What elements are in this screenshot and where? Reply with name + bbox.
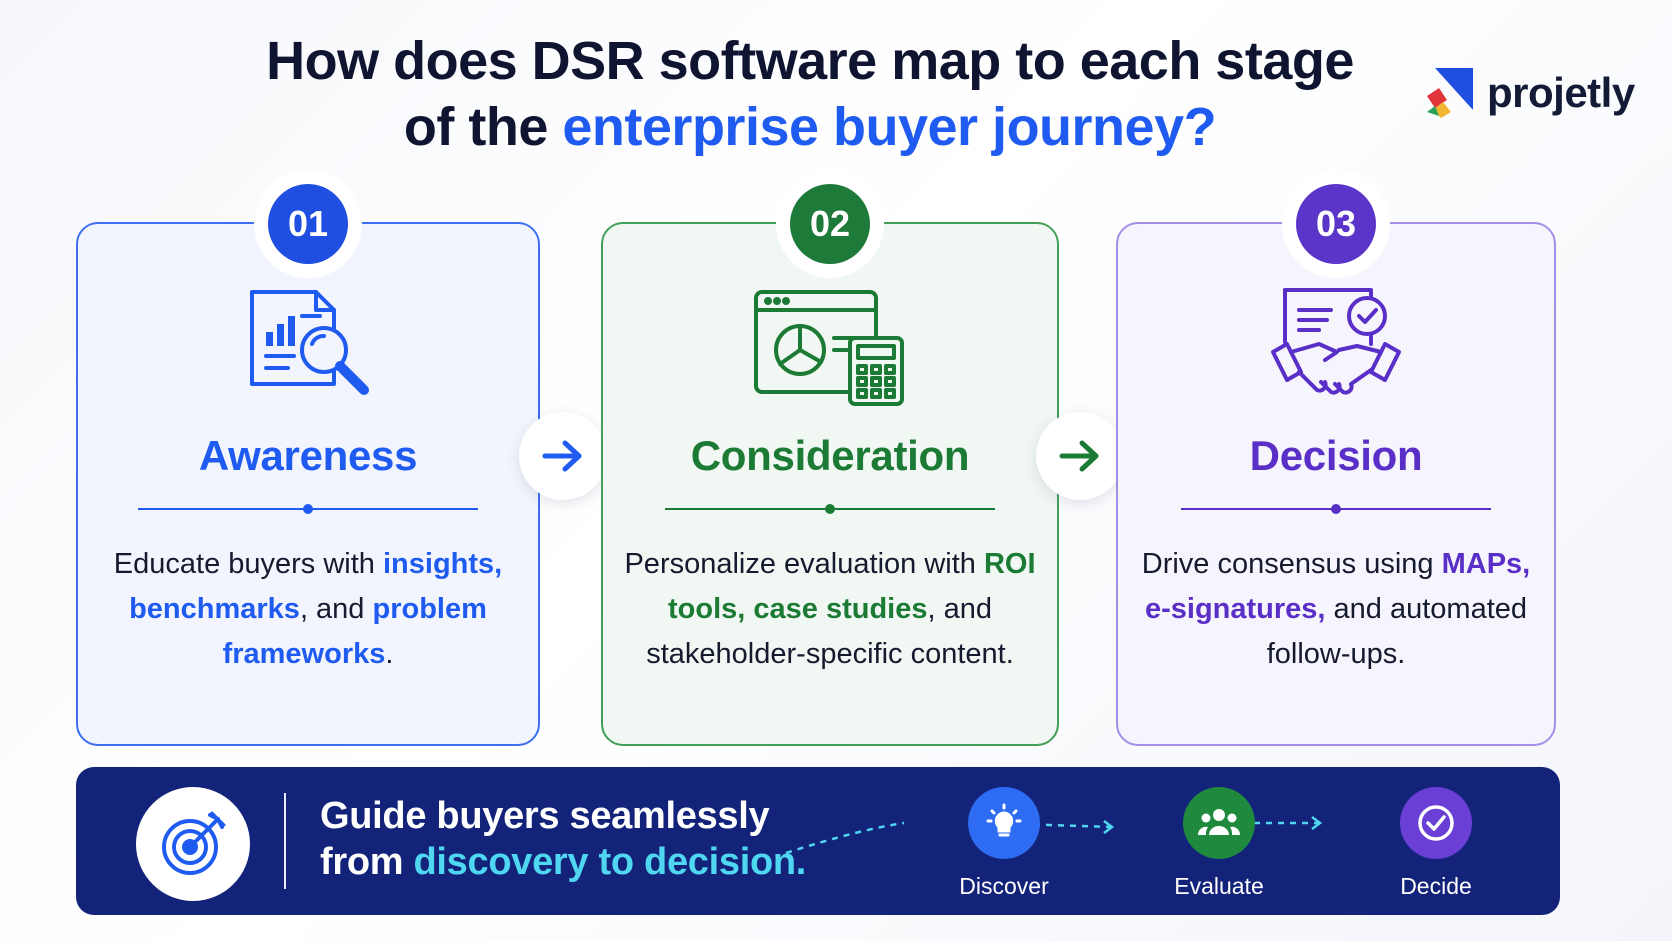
stage-card-decision: 03 Decision Drive consensus using MAPs, … bbox=[1116, 184, 1556, 746]
stage-card-awareness: 01 Awareness Educate buyers with insight… bbox=[76, 184, 540, 746]
title-line-2: of the enterprise buyer journey? bbox=[160, 94, 1460, 160]
journey-step-decide: Decide bbox=[1366, 787, 1506, 900]
projetly-logo-icon bbox=[1427, 68, 1473, 118]
journey-flow-path bbox=[785, 816, 1323, 855]
journey-banner: Guide buyers seamlessly from discovery t… bbox=[76, 767, 1560, 915]
people-group-icon bbox=[1197, 809, 1241, 835]
journey-step-evaluate: Evaluate bbox=[1149, 787, 1289, 900]
browser-pie-chart-calculator-icon bbox=[754, 290, 904, 406]
banner-line-1: Guide buyers seamlessly bbox=[320, 795, 770, 837]
target-badge bbox=[136, 787, 250, 901]
desc-text: Educate buyers with bbox=[113, 548, 383, 580]
step-label: Discover bbox=[959, 873, 1049, 899]
target-arrow-icon bbox=[162, 811, 226, 875]
desc-text: , and bbox=[299, 593, 373, 625]
stage-title: Consideration bbox=[690, 432, 970, 479]
desc-highlight: ROI tools, case studies bbox=[668, 548, 1036, 625]
title-line-1: How does DSR software map to each stage bbox=[266, 31, 1354, 91]
arrow-right-icon bbox=[1059, 440, 1099, 472]
desc-text: Personalize evaluation with bbox=[624, 548, 984, 580]
arrow-right-icon bbox=[542, 440, 582, 472]
desc-highlight: MAPs, e-signatures, bbox=[1144, 548, 1531, 625]
stage-divider bbox=[138, 504, 478, 514]
journey-step-discover: Discover bbox=[934, 787, 1074, 900]
title-line-2-plain: of the bbox=[403, 97, 563, 157]
step-label: Decide bbox=[1400, 873, 1472, 899]
stage-number-badge: 03 bbox=[1296, 184, 1376, 264]
stage-description: Drive consensus using MAPs, e-signatures… bbox=[1138, 542, 1534, 677]
document-handshake-check-icon bbox=[1271, 288, 1401, 395]
stage-number-badge: 02 bbox=[790, 184, 870, 264]
banner-divider bbox=[284, 793, 286, 889]
banner-line-2: from discovery to decision. bbox=[320, 839, 806, 885]
connector-arrow-1 bbox=[519, 412, 607, 500]
page-title: How does DSR software map to each stage … bbox=[160, 28, 1460, 160]
step-icon-circle bbox=[1400, 787, 1472, 859]
desc-text: , and stakeholder-specific content. bbox=[646, 593, 1014, 670]
stage-divider bbox=[1181, 504, 1491, 514]
connector-arrow-2 bbox=[1036, 412, 1124, 500]
step-icon-circle bbox=[968, 787, 1040, 859]
step-icon-circle bbox=[1183, 787, 1255, 859]
stage-card-consideration: 02 Consideration Personalize evaluation … bbox=[601, 184, 1059, 746]
stage-divider bbox=[665, 504, 995, 514]
stage-title: Awareness bbox=[198, 432, 418, 479]
check-circle-icon bbox=[1418, 805, 1454, 841]
document-chart-search-icon bbox=[250, 290, 369, 395]
desc-text: and automated follow-ups. bbox=[1266, 593, 1528, 670]
brand-logo: projetly bbox=[1425, 66, 1635, 120]
banner-line-2-plain: from bbox=[320, 841, 414, 883]
banner-headline: Guide buyers seamlessly from discovery t… bbox=[320, 793, 806, 885]
stage-number-badge: 01 bbox=[268, 184, 348, 264]
desc-text: . bbox=[385, 638, 394, 670]
step-label: Evaluate bbox=[1174, 873, 1264, 899]
stage-description: Personalize evaluation with ROI tools, c… bbox=[623, 542, 1037, 677]
brand-name: projetly bbox=[1487, 69, 1635, 116]
title-line-2-accent: enterprise buyer journey? bbox=[562, 97, 1217, 157]
desc-highlight: problem frameworks bbox=[222, 593, 487, 670]
desc-text: Drive consensus using bbox=[1141, 548, 1442, 580]
lightbulb-icon bbox=[986, 803, 1022, 837]
stage-title: Decision bbox=[1249, 432, 1423, 479]
banner-line-2-accent: discovery to decision. bbox=[413, 841, 807, 883]
desc-highlight: insights, benchmarks bbox=[129, 548, 503, 625]
stage-description: Educate buyers with insights, benchmarks… bbox=[98, 542, 518, 677]
